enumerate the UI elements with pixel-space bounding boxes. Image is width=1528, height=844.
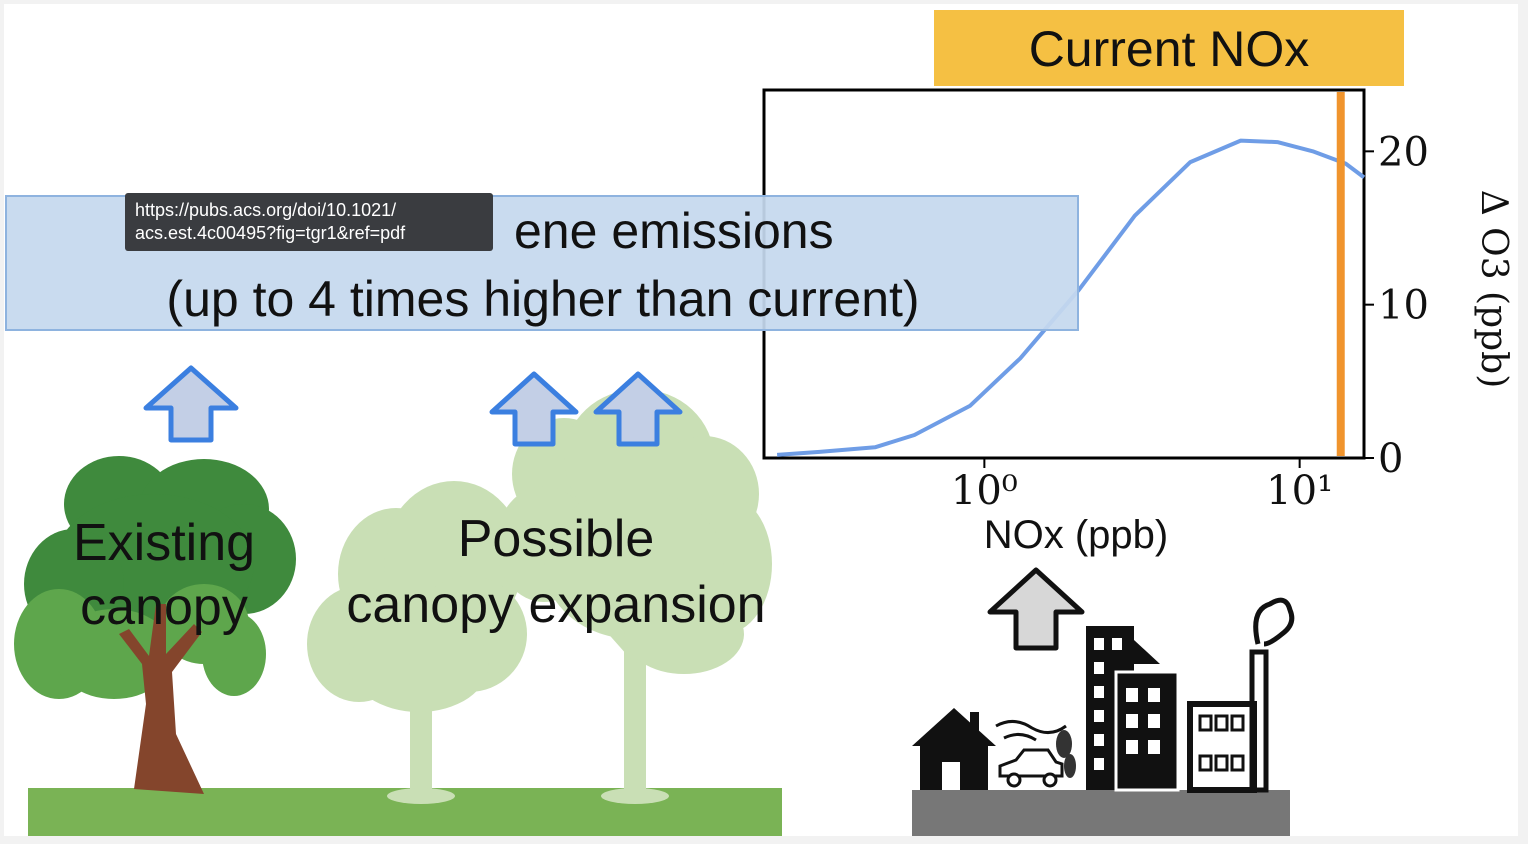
current-nox-box [934,10,1404,86]
tooltip-line1: https://pubs.acs.org/doi/10.1021/ [135,200,397,220]
x-tick-label: 10⁰ [951,468,1018,514]
current-nox-label: Current NOx [1029,21,1310,77]
figure-frame: Current NOx 0 10 20 10⁰ 10¹ NOx (ppb) Δ O3 (… [4,4,1518,836]
house-icon [912,708,996,790]
delta-o3-curve [776,138,1366,457]
url-tooltip: https://pubs.acs.org/doi/10.1021/ acs.es… [125,193,493,251]
car-icon [995,720,1067,788]
existing-emission-arrow [143,365,239,443]
office-building-icon [1086,626,1180,792]
factory-icon [1187,597,1295,793]
y-axis-label: Δ O3 (ppb) [1473,190,1514,389]
banner-line2: (up to 4 times higher than current) [166,271,919,327]
possible-canopy-line1: Possible [458,510,655,568]
existing-canopy-line2: canopy [80,578,248,636]
possible-canopy-line2: canopy expansion [346,576,765,634]
nox-emission-arrow [987,567,1085,651]
x-axis-label: NOx (ppb) [984,513,1169,557]
banner-line1: ene emissions [514,203,834,259]
existing-tree [14,456,296,794]
possible-emission-arrow-1 [489,371,579,447]
tooltip-line2: acs.est.4c00495?fig=tgr1&ref=pdf [135,223,406,243]
y-tick-label: 20 [1378,129,1429,175]
x-tick-label: 10¹ [1266,468,1333,514]
existing-canopy-line1: Existing [73,514,255,572]
chart-ticks: 0 10 20 10⁰ 10¹ [951,129,1429,514]
city-ground [912,790,1290,836]
exhaust-smoke-icon [1056,730,1076,778]
y-tick-label: 0 [1378,436,1403,482]
figure-canvas: Current NOx 0 10 20 10⁰ 10¹ NOx (ppb) Δ O3 (… [5,10,1514,836]
possible-tree-left [307,481,527,804]
possible-emission-arrow-2 [593,371,683,447]
y-tick-label: 10 [1378,283,1429,329]
